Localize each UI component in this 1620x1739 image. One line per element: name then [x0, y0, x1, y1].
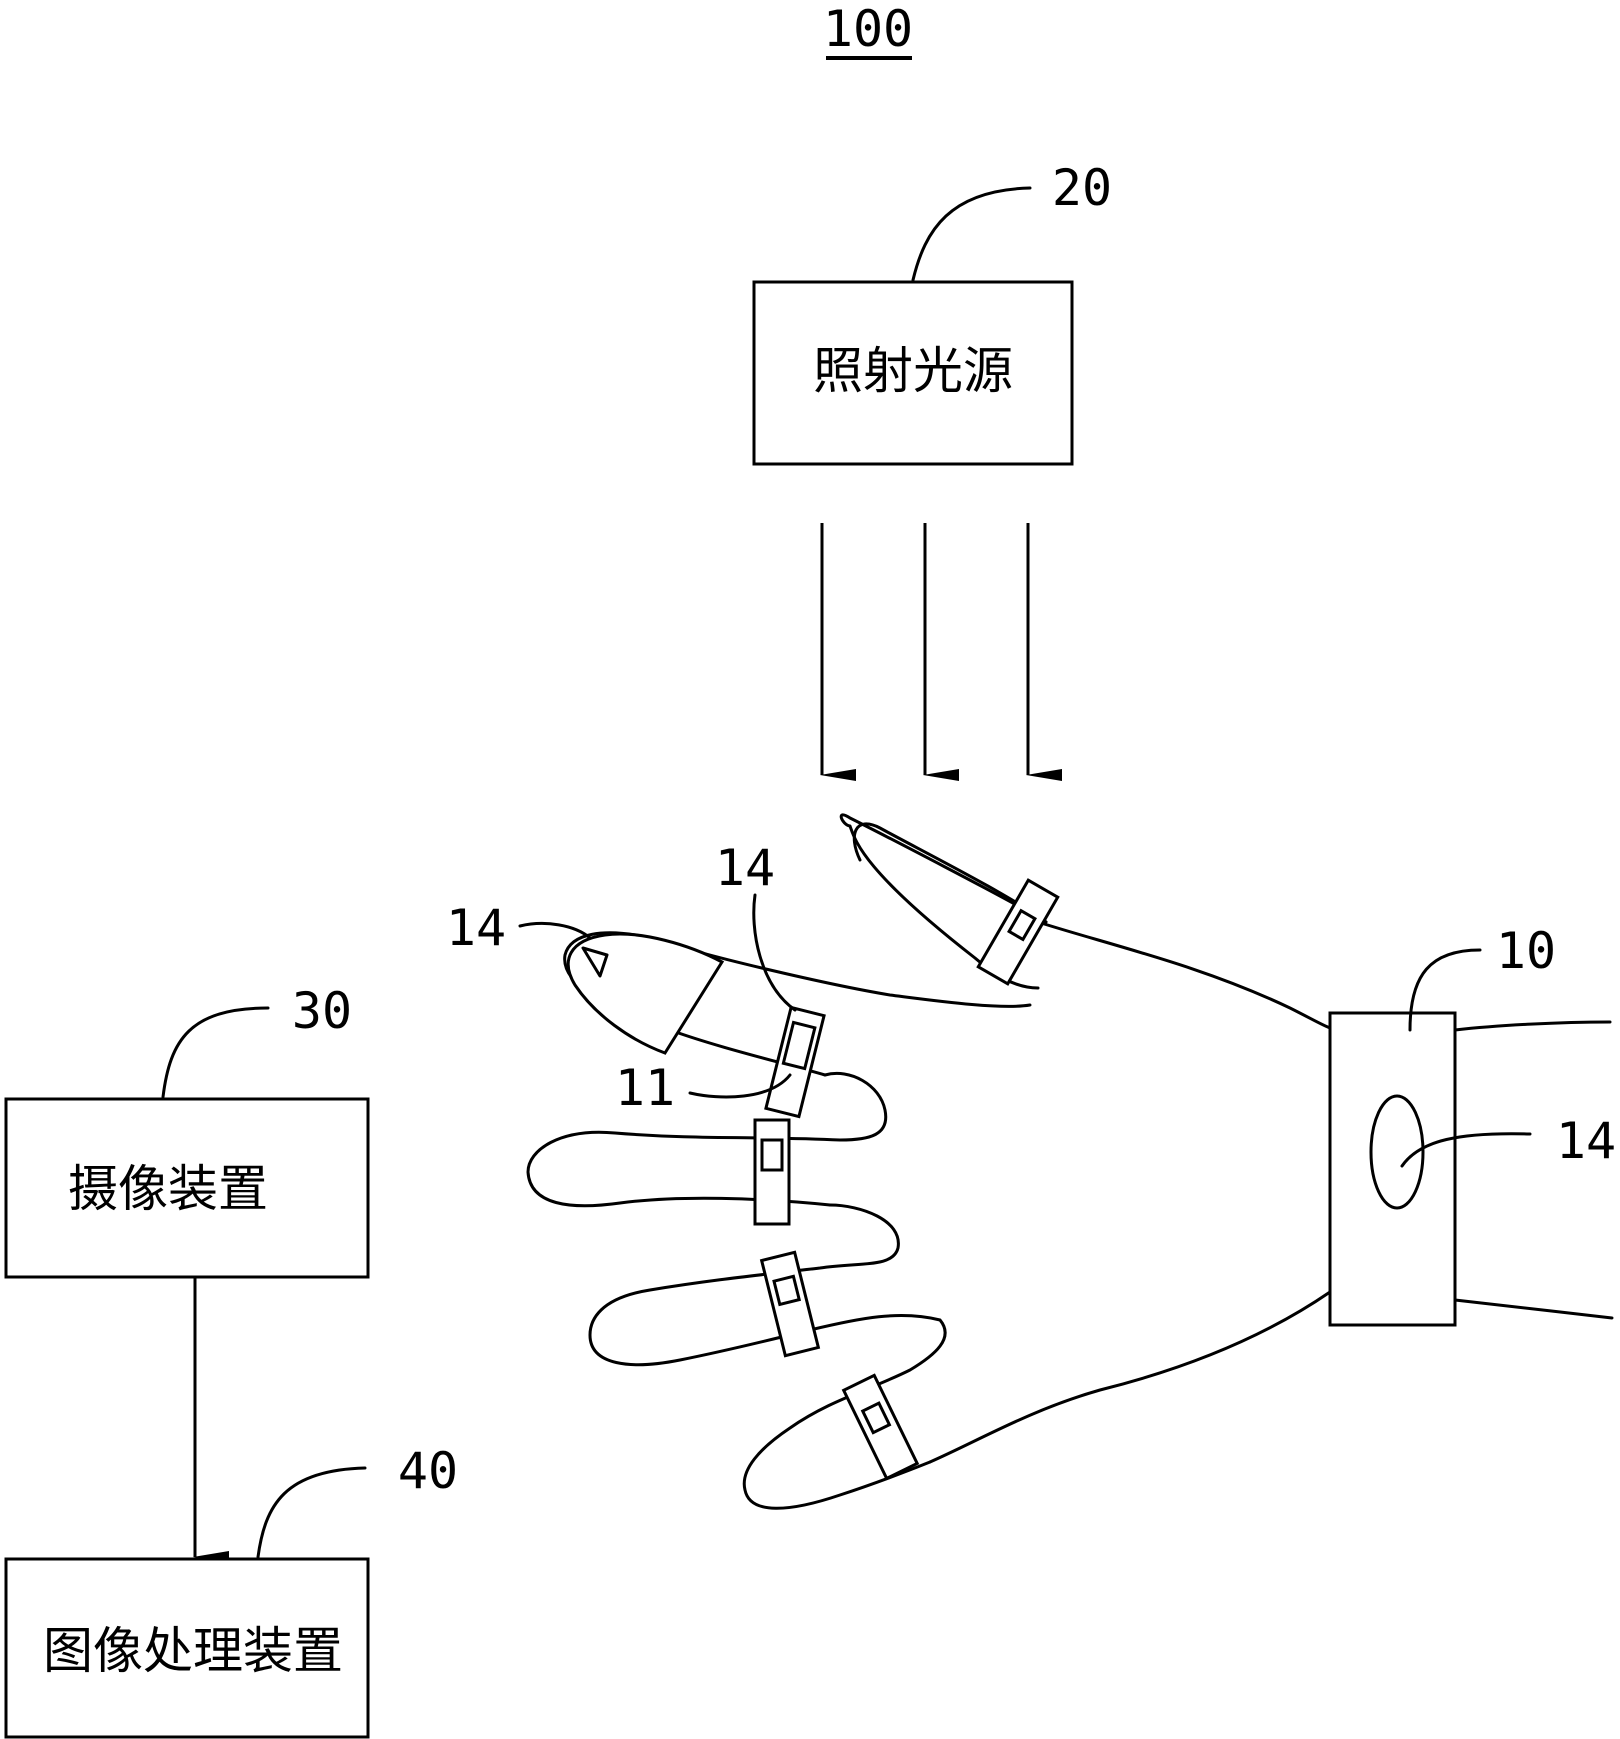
wrist-marker-ref: 14: [1556, 1112, 1616, 1170]
ring-marker-ref: 14: [715, 839, 775, 897]
finger-middle-outline: [526, 1072, 888, 1208]
light-source: 照射光源 20: [752, 159, 1112, 466]
thumb-cap: [566, 932, 725, 1055]
finger-ring-ref: 11: [615, 1059, 675, 1117]
processor-label: 图像处理装置: [43, 1622, 343, 1680]
glove: [526, 813, 1614, 1510]
light-source-label: 照射光源: [813, 342, 1013, 400]
finger-ring-outline: [588, 1203, 900, 1367]
band-thumb: [764, 1005, 826, 1119]
forearm-lower-edge: [1453, 1298, 1614, 1320]
finger-thumb-outline: [563, 931, 1032, 1077]
camera-ref: 30: [292, 982, 352, 1040]
band-index: [976, 878, 1060, 986]
wristband: 10 14: [1328, 922, 1616, 1327]
image-processor: 图像处理装置 40: [4, 1442, 458, 1739]
camera-device: 摄像装置 30: [4, 982, 370, 1279]
finger-bands: [753, 878, 1060, 1481]
band-middle: [753, 1118, 791, 1226]
band-ring: [759, 1250, 821, 1358]
light-rays: [820, 523, 1062, 781]
light-source-ref: 20: [1052, 159, 1112, 217]
camera-label: 摄像装置: [68, 1160, 268, 1218]
thumb-marker-ref: 14: [446, 899, 506, 957]
finger-little-outline: [742, 1313, 947, 1510]
finger-index-outline-tip: [852, 822, 1048, 924]
thumb-marker-triangle: [581, 946, 609, 978]
hand-upper-edge: [1036, 920, 1332, 1030]
figure-number: 100: [823, 0, 913, 58]
processor-ref: 40: [398, 1442, 458, 1500]
wristband-marker-ellipse: [1369, 1094, 1425, 1210]
forearm-upper-edge: [1453, 1020, 1612, 1032]
wristband-ref: 10: [1496, 922, 1556, 980]
band-little: [841, 1373, 920, 1481]
hand-lower-edge: [928, 1290, 1332, 1464]
